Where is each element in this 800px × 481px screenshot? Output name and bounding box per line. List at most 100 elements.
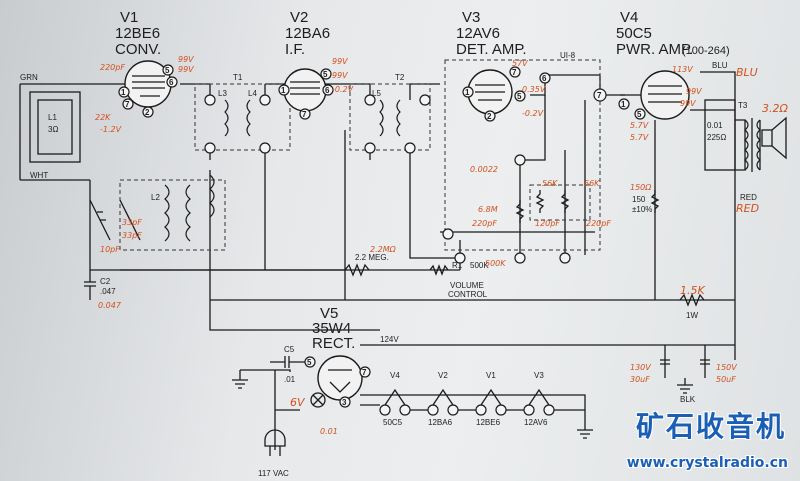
l4-label: L4 [248, 89, 257, 98]
watermark-title: 矿石收音机 [635, 410, 786, 443]
pin-v4-1: 1 [621, 100, 626, 109]
note-v1-220pf: 220pF [100, 63, 125, 72]
note-220pf-b: 220pF [586, 219, 611, 228]
r1-value: 500K [470, 261, 489, 270]
note-500k: 500K [485, 259, 506, 268]
output-transformer [744, 118, 761, 172]
note-v4-99v-b: 99V [680, 99, 696, 108]
l3-label: L3 [218, 89, 227, 98]
ui8-network [442, 154, 591, 264]
note-6-8m: 6.8M [478, 205, 498, 214]
t1-label: T1 [233, 73, 243, 82]
pin-v5-5: 5 [307, 358, 312, 367]
cap-0-01-label: 0.01 [707, 121, 723, 130]
r-1w-label: 1W [686, 311, 698, 320]
v5-type: 35W4 [312, 320, 351, 337]
osc-coil-shield [119, 179, 226, 251]
note-150ohm: 150Ω [630, 183, 652, 192]
res-225-label: 225Ω [707, 133, 726, 142]
c2-value: .047 [100, 287, 116, 296]
pin-v5-3: 3 [342, 398, 347, 407]
t2-shield [349, 83, 431, 151]
pilot-lamp-icon [310, 392, 326, 408]
note-v4-57v: 5.7V [630, 121, 649, 130]
v1-function: CONV. [115, 41, 161, 58]
tube-v1: V1 12BE6 CONV. 5 6 7 1 2 [115, 9, 178, 118]
control-label: CONTROL [448, 290, 488, 299]
fil-v3-type: 12AV6 [524, 418, 548, 427]
c5-label: C5 [284, 345, 295, 354]
v5-function: RECT. [312, 335, 355, 352]
l2-label: L2 [151, 193, 160, 202]
grn-label: GRN [20, 73, 38, 82]
blu-label: BLU [712, 61, 728, 70]
v3-function: DET. AMP. [456, 41, 527, 58]
pin-v1-2: 2 [145, 108, 150, 117]
note-v1-22k: 22K [95, 113, 111, 122]
v5-plate-voltage: 124V [380, 335, 399, 344]
filament-v3: V3 12AV6 [523, 371, 555, 427]
l1-value: 3Ω [48, 125, 58, 134]
pin-v3-1: 1 [465, 88, 470, 97]
r-150-tol: ±10% [632, 205, 652, 214]
note-56k-b: 56K [584, 179, 600, 188]
loop-antenna [29, 91, 81, 163]
fil-v4-ref: V4 [390, 371, 400, 380]
ground-icon [577, 425, 593, 439]
note-blu: BLU [736, 66, 758, 79]
note-33pf-b: 33pF [122, 231, 142, 240]
note-150v: 150V [716, 363, 737, 372]
t1-shield [194, 83, 291, 151]
pin-v4-5: 5 [637, 110, 642, 119]
volume-label: VOLUME [450, 281, 484, 290]
fil-v2-ref: V2 [438, 371, 448, 380]
v2-ref: V2 [290, 9, 308, 26]
cap-c5: C5 .01 [270, 345, 305, 384]
v5-ref: V5 [320, 305, 338, 322]
note-v3-0: 0.35V [522, 85, 546, 94]
note-10pf: 10pF [100, 245, 120, 254]
speaker-field [704, 99, 736, 171]
note-v3-57v: 57V [512, 59, 528, 68]
pin-v3-5: 5 [517, 92, 522, 101]
blk-label: BLK [680, 395, 696, 404]
filament-v2: V2 12BA6 [427, 371, 459, 427]
if-transformer-t2: T2 L5 [364, 73, 431, 154]
note-c2: 0.047 [98, 301, 122, 310]
pin-v4-7: 7 [597, 91, 602, 100]
v1-ref: V1 [120, 9, 138, 26]
note-120pf: 120pF [535, 219, 560, 228]
ac-label: 117 VAC [258, 469, 289, 478]
fil-v1-type: 12BE6 [476, 418, 501, 427]
watermark-url: www.crystalradio.cn [626, 455, 788, 471]
pin-v2-1: 1 [281, 86, 286, 95]
r-2-2meg-label: 2.2 MEG. [355, 253, 389, 262]
wht-label: WHT [30, 171, 48, 180]
l5-label: L5 [372, 89, 381, 98]
pin-v1-6: 6 [169, 78, 174, 87]
ui8-label: UI-8 [560, 51, 576, 60]
pin-v2-6: 6 [325, 86, 330, 95]
note-v4-99v-a: 99V [686, 87, 702, 96]
handwritten-notes: 99V 99V 220pF 22K -1.2V 99V 99V -0.2V 57… [95, 55, 788, 436]
r-150-label: 150 [632, 195, 646, 204]
note-220pf: 220pF [472, 219, 497, 228]
note-3-2ohm: 3.2Ω [762, 102, 788, 115]
c5-value: .01 [284, 375, 296, 384]
volume-control: 2.2 MEG. R1 500K VOLUME CONTROL [344, 253, 489, 299]
note-0-0022: 0.0022 [470, 165, 498, 174]
c2-label: C2 [100, 277, 111, 286]
v4-type: 50C5 [616, 25, 652, 42]
v2-function: I.F. [285, 41, 305, 58]
ground-icon: BLK [677, 378, 696, 404]
note-33pf: 33pF [122, 218, 142, 227]
note-v1-neg: -1.2V [100, 125, 122, 134]
filament-v1: V1 12BE6 [475, 371, 507, 427]
note-v1-99v-b: 99V [178, 65, 194, 74]
note-130v: 130V [630, 363, 651, 372]
note-v1-99v-a: 99V [178, 55, 194, 64]
t2-label: T2 [395, 73, 405, 82]
resistor-150: 150 ±10% [632, 190, 660, 214]
pin-v2-5: 5 [323, 70, 328, 79]
